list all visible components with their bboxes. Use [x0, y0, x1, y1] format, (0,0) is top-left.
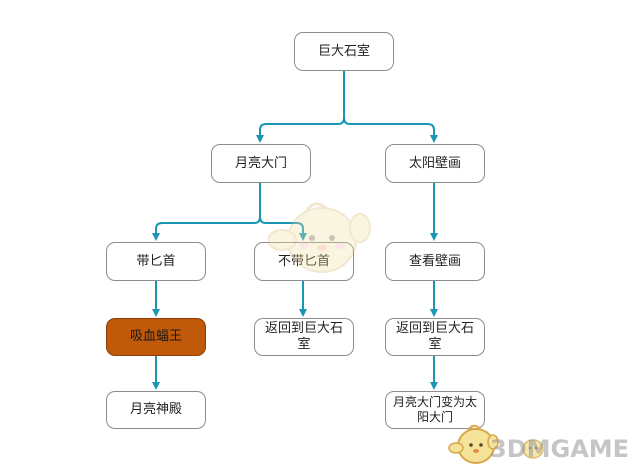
node-gate-change-label: 月亮大门变为太阳大门	[392, 395, 477, 424]
node-with-dagger-label: 带匕首	[136, 253, 176, 269]
node-view-mural: 查看壁画	[385, 242, 485, 281]
node-return-right-label: 返回到巨大石室	[395, 321, 474, 352]
node-gate-change: 月亮大门变为太阳大门	[385, 391, 485, 429]
watermark-logo: 3DMGAME	[490, 434, 629, 464]
node-with-dagger: 带匕首	[106, 242, 206, 281]
node-sun-mural-label: 太阳壁画	[408, 155, 461, 171]
node-root-label: 巨大石室	[317, 43, 370, 59]
edge-moon-gate-to-with-dagger	[152, 216, 261, 241]
node-view-mural-label: 查看壁画	[408, 253, 461, 269]
node-return-right: 返回到巨大石室	[385, 318, 485, 356]
node-root: 巨大石室	[294, 32, 394, 71]
watermark-text: 3DMGAME	[490, 435, 630, 463]
mascot-logo-icon	[448, 424, 499, 464]
node-vampire-bat-king-label: 吸血蝠王	[129, 329, 182, 344]
edge-moon-gate-to-without-dagger	[259, 216, 307, 241]
node-without-dagger-label: 不带匕首	[278, 254, 330, 270]
node-sun-mural: 太阳壁画	[385, 144, 485, 183]
node-moon-temple: 月亮神殿	[106, 391, 206, 429]
edge-root-to-sun-mural	[343, 117, 438, 143]
mascot-watermark-icon	[268, 202, 371, 273]
node-return-left-label: 返回到巨大石室	[264, 321, 343, 352]
mascot-small-icon	[522, 439, 544, 459]
node-without-dagger: 不带匕首	[254, 242, 354, 281]
node-vampire-bat-king: 吸血蝠王	[106, 318, 206, 356]
node-return-left: 返回到巨大石室	[254, 318, 354, 356]
node-moon-gate-label: 月亮大门	[234, 155, 287, 171]
node-moon-temple-label: 月亮神殿	[129, 402, 182, 417]
node-moon-gate: 月亮大门	[211, 144, 311, 183]
edge-root-to-moon-gate	[256, 117, 345, 143]
